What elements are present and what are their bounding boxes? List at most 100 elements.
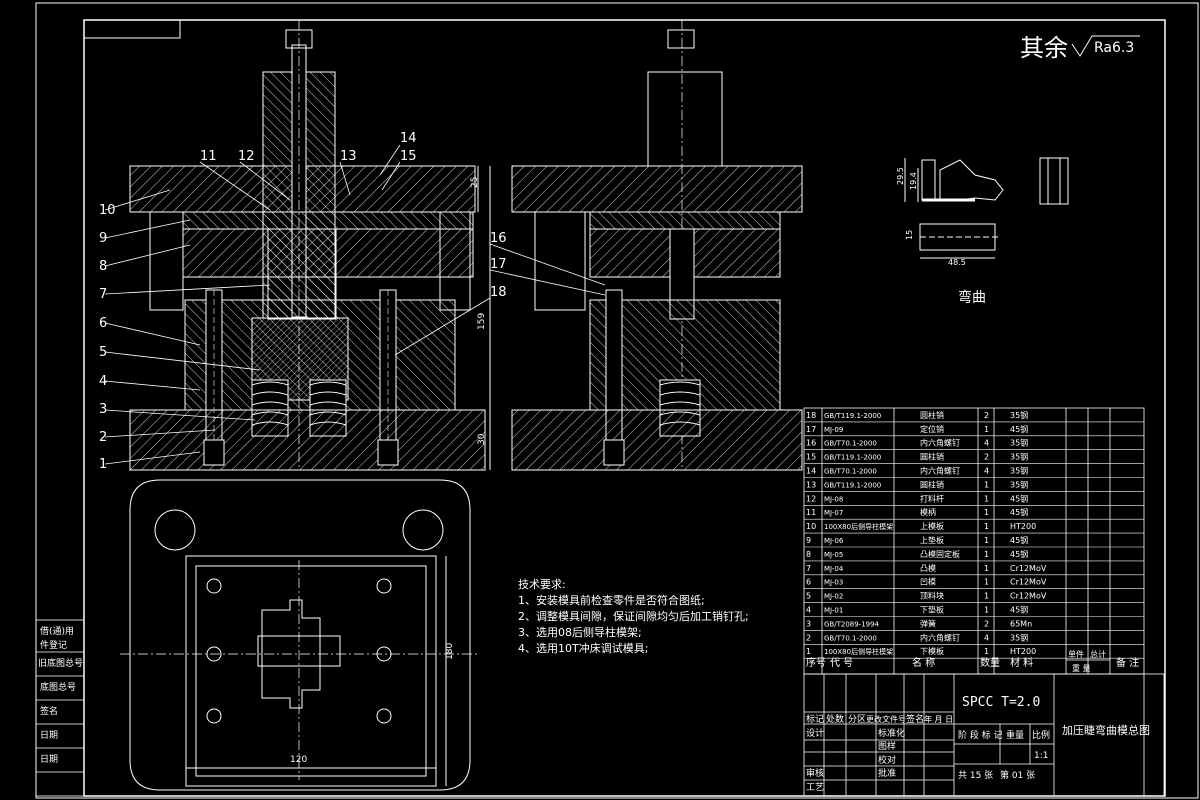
bom-cell-name: 凸模固定板 [920, 549, 960, 559]
tb-zone: 分区 [848, 714, 866, 725]
tb-check: 审核 [806, 767, 824, 779]
sidebar-item: 日期 [40, 754, 58, 765]
bom-cell-no: 16 [806, 439, 816, 448]
bom-table [803, 407, 1145, 675]
sidebar-item: 签名 [40, 705, 58, 717]
bom-cell-no: 12 [806, 494, 816, 503]
tb-craft: 工艺 [806, 782, 824, 793]
bom-cell-mat: 45钢 [1010, 507, 1028, 517]
material-spec: SPCC T=2.0 [962, 695, 1040, 710]
leader-10: 10 [99, 203, 116, 218]
leader-13: 13 [340, 149, 357, 164]
roughness-value: Ra6.3 [1094, 40, 1134, 56]
roughness-mark: 其余 Ra6.3 [1020, 34, 1140, 62]
tb-date: 年 月 日 [924, 714, 953, 724]
bom-cell-code: GB/T119.1-2000 [824, 481, 881, 489]
bom-cell-code: GB/T119.1-2000 [824, 412, 881, 420]
bom-cell-name: 内六角螺钉 [920, 466, 960, 476]
bom-cell-no: 6 [806, 578, 811, 587]
bom-cell-name: 弹簧 [920, 618, 936, 628]
tb-scale-value: 1:1 [1034, 751, 1048, 761]
bom-cell-name: 圆柱销 [920, 452, 944, 462]
bom-cell-mat: HT200 [1010, 522, 1036, 531]
leader-3: 3 [99, 402, 107, 417]
bom-cell-no: 1 [806, 647, 811, 656]
bom-header-no: 序号 [806, 656, 826, 669]
inner-border [83, 19, 1166, 797]
bom-cell-name: 圆柱销 [920, 410, 944, 420]
drawing-title: 加压睫弯曲模总图 [1062, 723, 1150, 737]
bom-cell-name: 下模板 [920, 646, 944, 656]
bom-cell-no: 2 [806, 633, 811, 642]
bom-cell-name: 圆柱销 [920, 479, 944, 489]
bom-cell-code: 100X80后侧导柱模架 [824, 647, 893, 656]
bom-cell-code: GB/T70.1-2000 [824, 634, 877, 642]
bom-cell-code: MJ-02 [824, 593, 843, 601]
bom-cell-qty: 1 [984, 606, 989, 615]
bom-cell-name: 下垫板 [920, 605, 944, 615]
tb-mass: 重量 [1006, 729, 1024, 741]
tb-pages: 共 15 张 [958, 770, 993, 781]
leader-18: 18 [490, 285, 507, 300]
bom-cell-no: 10 [806, 522, 816, 531]
roughness-text: 其余 [1020, 34, 1068, 62]
bom-cell-name: 上模板 [920, 521, 944, 531]
dim-part-h1: 29.5 [896, 167, 905, 185]
bom-cell-no: 11 [806, 508, 816, 517]
bom-cell-name: 凸模 [920, 563, 936, 573]
bom-cell-no: 18 [806, 411, 816, 420]
bom-cell-qty: 1 [984, 522, 989, 531]
dim-plan-height: 180 [445, 643, 455, 660]
leader-6: 6 [99, 316, 107, 331]
dim-front-height: 159 [477, 313, 487, 330]
bom-cell-mat: 45钢 [1010, 424, 1028, 434]
bom-cell-no: 7 [806, 564, 811, 573]
tb-stage: 阶 段 标 记 [958, 729, 1003, 741]
tech-item: 2、调整模具间隙，保证间隙均匀后加工销钉孔; [518, 609, 749, 623]
bom-cell-mat: 35钢 [1010, 466, 1028, 476]
bom-cell-mat: 35钢 [1010, 410, 1028, 420]
sidebar-item: 借(通)用 [40, 625, 74, 637]
bom-cell-code: GB/T70.1-2000 [824, 468, 877, 476]
left-sidebar [35, 619, 85, 797]
tech-item: 4、选用10T冲床调试模具; [518, 641, 648, 655]
bom-cell-mat: 35钢 [1010, 632, 1028, 642]
tech-requirements: 技术要求: 1、安装模具前检查零件是否符合图纸; 2、调整模具间隙，保证间隙均匀… [518, 578, 749, 655]
section-title: 弯曲 [958, 289, 986, 306]
leader-1: 1 [99, 457, 107, 472]
leader-lines [104, 144, 606, 465]
plan-view [120, 479, 480, 791]
bom-cell-mat: 35钢 [1010, 438, 1028, 448]
bom-cell-code: 100X80后侧导柱模架 [824, 522, 893, 531]
top-left-stamp [83, 19, 181, 39]
tb-scale: 比例 [1032, 729, 1050, 741]
bom-cell-no: 13 [806, 480, 816, 489]
dim-part-side: 15 [905, 230, 914, 240]
bom-cell-code: MJ-06 [824, 537, 844, 545]
bom-cell-qty: 1 [984, 578, 989, 587]
dim-part-h2: 19.4 [909, 172, 918, 190]
tech-title: 技术要求: [518, 578, 566, 591]
bom-cell-mat: 65Mn [1010, 619, 1032, 628]
bom-cell-qty: 1 [984, 508, 989, 517]
leader-numbers: 1 2 3 4 5 6 7 8 9 10 11 12 13 14 15 16 1… [99, 131, 507, 472]
sidebar-item: 日期 [40, 730, 58, 741]
bom-cell-mat: Cr12MoV [1010, 578, 1047, 587]
bom-cell-mat: 35钢 [1010, 452, 1028, 462]
bom-cell-no: 15 [806, 453, 816, 462]
side-section-view [511, 20, 803, 471]
dim-top-thick: 25 [470, 177, 480, 188]
tb-sign: 签名 [906, 713, 924, 725]
tb-proof: 校对 [878, 754, 896, 766]
leader-11: 11 [200, 149, 217, 164]
bom-cell-code: MJ-09 [824, 426, 843, 434]
bom-cell-code: GB/T70.1-2000 [824, 440, 877, 448]
bom-cell-qty: 4 [984, 467, 989, 476]
tb-approve: 批准 [878, 767, 896, 779]
bom-header-mat: 材 料 [1010, 656, 1033, 669]
bom-cell-qty: 1 [984, 494, 989, 503]
bom-header-total: 总计 [1090, 649, 1106, 659]
bom-cell-code: MJ-03 [824, 579, 843, 587]
bom-cell-qty: 1 [984, 480, 989, 489]
